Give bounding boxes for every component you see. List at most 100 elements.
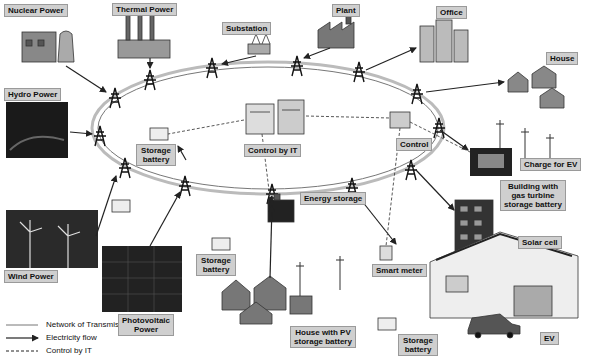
legend-line	[6, 337, 38, 338]
illustration-part	[411, 84, 423, 104]
illustration-part	[296, 262, 304, 296]
illustration-part	[58, 31, 74, 62]
illustration-part	[10, 137, 64, 150]
label-text: Hydro Power	[8, 90, 57, 99]
illustration-part	[460, 220, 468, 226]
illustration-part	[248, 34, 270, 54]
label-box: Wind Power	[4, 270, 58, 283]
illustration-part	[248, 44, 270, 54]
illustration-part	[460, 234, 468, 240]
illustration-part	[353, 62, 365, 82]
illustration-part	[336, 256, 344, 290]
illustration-part	[102, 246, 182, 312]
illustration-part	[252, 34, 270, 44]
illustration-part	[378, 318, 396, 330]
legend-sample	[4, 334, 42, 342]
illustration-part	[66, 48, 504, 278]
label-text: Storage battery	[200, 256, 232, 274]
illustration-part	[128, 246, 129, 312]
illustration-part	[416, 170, 454, 210]
illustration-part	[454, 30, 468, 62]
illustration-part	[420, 26, 434, 62]
illustration-part	[222, 56, 256, 64]
illustration-part	[154, 246, 155, 312]
legend-line	[6, 351, 38, 352]
illustration-part	[246, 100, 304, 134]
illustration-part	[318, 22, 354, 48]
illustration-part	[138, 12, 142, 40]
illustration-part	[212, 238, 230, 250]
illustration-part	[274, 194, 280, 200]
illustration-part	[58, 224, 80, 268]
illustration-part	[118, 40, 170, 58]
illustration-part	[94, 126, 106, 146]
legend-text: Control by IT	[46, 344, 92, 357]
illustration-part	[380, 246, 392, 260]
illustration-part	[420, 20, 468, 62]
label-box: Nuclear Power	[4, 4, 68, 17]
label-text: House	[550, 54, 574, 63]
label-box: Substation	[222, 22, 271, 35]
illustration-part	[474, 234, 482, 240]
label-text: Charge for EV	[524, 160, 577, 169]
illustration-part	[168, 116, 470, 246]
illustration-part	[240, 302, 272, 324]
illustration-part	[26, 40, 32, 46]
illustration-part	[118, 12, 170, 58]
label-box: Charge for EV	[520, 158, 581, 171]
illustration-part	[178, 146, 186, 160]
illustration-part	[475, 332, 481, 338]
illustration-part	[474, 206, 482, 212]
illustration-part	[102, 262, 182, 263]
label-text: Solar cell	[522, 238, 558, 247]
illustration-part	[102, 246, 182, 312]
label-text: Thermal Power	[116, 5, 173, 14]
label-text: Plant	[336, 6, 356, 15]
illustration-part	[278, 100, 304, 134]
illustration-part	[508, 66, 564, 108]
illustration-part	[366, 48, 416, 70]
illustration-part	[532, 66, 556, 88]
illustration-part	[436, 20, 452, 62]
illustration-part	[20, 220, 42, 268]
label-box: Photovoltaic Power	[118, 314, 174, 336]
illustration-part	[150, 14, 154, 40]
label-box: Storage battery	[398, 334, 438, 356]
illustration-part	[496, 120, 504, 150]
label-text: Nuclear Power	[8, 6, 64, 15]
legend-line	[6, 325, 38, 326]
illustration-part	[446, 276, 468, 292]
illustration-part	[20, 220, 80, 268]
label-box: Hydro Power	[4, 88, 61, 101]
illustration-part	[430, 232, 578, 338]
illustration-part	[514, 286, 552, 316]
illustration-part	[109, 88, 121, 108]
illustration-part	[291, 56, 303, 76]
illustration-part	[144, 70, 156, 90]
label-text: Building with gas turbine storage batter…	[504, 182, 562, 209]
illustration-part	[66, 66, 106, 92]
illustration-part	[478, 154, 504, 168]
label-text: Control by IT	[248, 146, 297, 155]
illustration-part	[119, 158, 131, 178]
label-box: Solar cell	[518, 236, 562, 249]
illustration-part	[150, 192, 180, 246]
label-text: Photovoltaic Power	[122, 316, 170, 334]
label-text: Storage battery	[140, 146, 172, 164]
illustration-part	[149, 58, 150, 68]
illustration-part	[112, 200, 130, 212]
illustration-part	[282, 110, 300, 111]
illustration-part	[206, 58, 218, 78]
label-box: Storage battery	[136, 144, 176, 166]
illustration-part	[474, 220, 482, 226]
illustration-part	[38, 40, 44, 46]
label-box: Office	[436, 6, 467, 19]
illustration-part	[96, 176, 116, 236]
label-text: EV	[544, 334, 555, 343]
label-box: Smart meter	[372, 264, 427, 277]
label-text: Control	[400, 140, 428, 149]
label-box: Storage battery	[196, 254, 236, 276]
illustration-part	[426, 82, 504, 92]
illustration-part	[270, 206, 272, 278]
